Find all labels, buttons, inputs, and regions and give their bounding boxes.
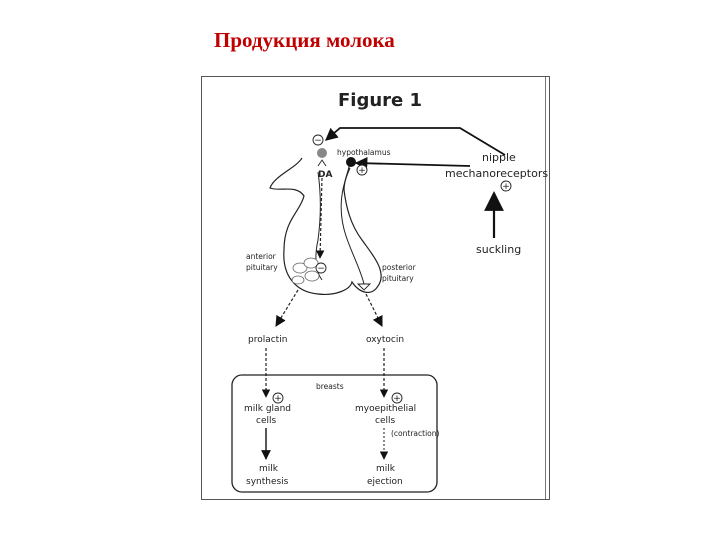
oxytocin-neuron bbox=[346, 157, 356, 167]
arrow-to-oxytocin bbox=[365, 293, 383, 327]
plus-sign-milk-gland: + bbox=[272, 392, 284, 404]
posterior-tract bbox=[340, 167, 365, 285]
milk-synthesis-label-2: synthesis bbox=[246, 477, 289, 487]
contraction-label: (contraction) bbox=[391, 429, 440, 438]
breasts-label: breasts bbox=[316, 382, 344, 391]
svg-text:−: − bbox=[314, 136, 322, 146]
nipple-label-1: nipple bbox=[482, 151, 516, 164]
da-label: DA bbox=[318, 170, 332, 180]
posterior-label-1: posterior bbox=[382, 263, 417, 272]
minus-sign-pituitary: − bbox=[315, 262, 327, 274]
slide-title: Продукция молока bbox=[214, 28, 395, 52]
prolactin-label: prolactin bbox=[248, 335, 287, 345]
myoepithelial-label-1: myoepithelial bbox=[355, 404, 416, 414]
milk-ejection-label-2: ejection bbox=[367, 477, 403, 487]
lactotroph-cell-1 bbox=[292, 262, 308, 274]
suckling-label: suckling bbox=[476, 243, 521, 256]
plus-sign-myoepithelial: + bbox=[391, 392, 403, 404]
lactotroph-cell-2 bbox=[303, 257, 319, 269]
svg-text:+: + bbox=[393, 394, 401, 404]
myoepithelial-label-2: cells bbox=[375, 416, 395, 426]
dopamine-terminal bbox=[317, 159, 327, 167]
arrow-to-prolactin bbox=[275, 289, 299, 327]
lactotroph-cell-4 bbox=[291, 275, 305, 285]
lactotroph-cell-3 bbox=[304, 270, 320, 282]
dopamine-neuron bbox=[317, 148, 327, 158]
figure-frame-inner-line bbox=[545, 77, 546, 499]
arrow-nipple-to-hypothalamus bbox=[354, 157, 471, 170]
nipple-label-2: mechanoreceptors bbox=[445, 167, 548, 180]
dopamine-dashed-arrow bbox=[315, 177, 325, 259]
milk-gland-label-1: milk gland bbox=[244, 404, 291, 414]
posterior-terminal bbox=[356, 283, 372, 291]
posterior-label-2: pituitary bbox=[382, 274, 414, 283]
minus-sign-hypothalamus: − bbox=[312, 134, 324, 146]
oxytocin-label: oxytocin bbox=[366, 335, 404, 345]
plus-sign-hypothalamus: + bbox=[356, 164, 368, 176]
hypothalamus-label: hypothalamus bbox=[337, 148, 391, 157]
svg-text:+: + bbox=[502, 182, 510, 192]
milk-gland-label-2: cells bbox=[256, 416, 276, 426]
svg-text:+: + bbox=[358, 166, 366, 176]
pituitary-outline bbox=[269, 157, 382, 295]
figure-heading: Figure 1 bbox=[338, 90, 422, 111]
milk-ejection-label-1: milk bbox=[376, 464, 396, 474]
svg-text:+: + bbox=[274, 394, 282, 404]
plus-sign-nipple: + bbox=[500, 180, 512, 192]
anterior-label-2: pituitary bbox=[246, 263, 278, 272]
feedback-arrow-to-hypothalamus bbox=[325, 127, 506, 156]
svg-text:−: − bbox=[317, 264, 325, 274]
breasts-box bbox=[231, 374, 438, 493]
milk-synthesis-label-1: milk bbox=[259, 464, 279, 474]
anterior-label-1: anterior bbox=[246, 252, 277, 261]
